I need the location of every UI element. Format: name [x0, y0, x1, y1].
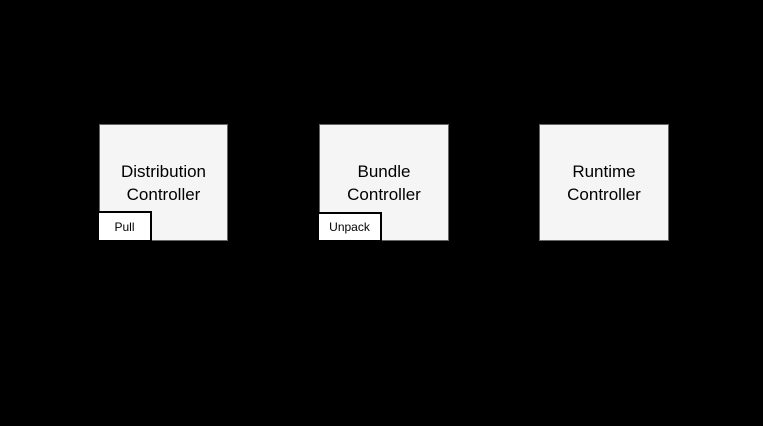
sub-node-pull-label: Pull [114, 219, 135, 234]
node-runtime-controller-label: Runtime Controller [567, 161, 641, 204]
node-bundle-controller-label: Bundle Controller [347, 161, 421, 204]
sub-node-pull: Pull [97, 211, 152, 242]
sub-node-unpack-label: Unpack [329, 220, 370, 234]
node-runtime-controller: Runtime Controller [539, 124, 669, 241]
node-distribution-controller-label: Distribution Controller [120, 161, 207, 204]
sub-node-unpack: Unpack [317, 212, 382, 242]
